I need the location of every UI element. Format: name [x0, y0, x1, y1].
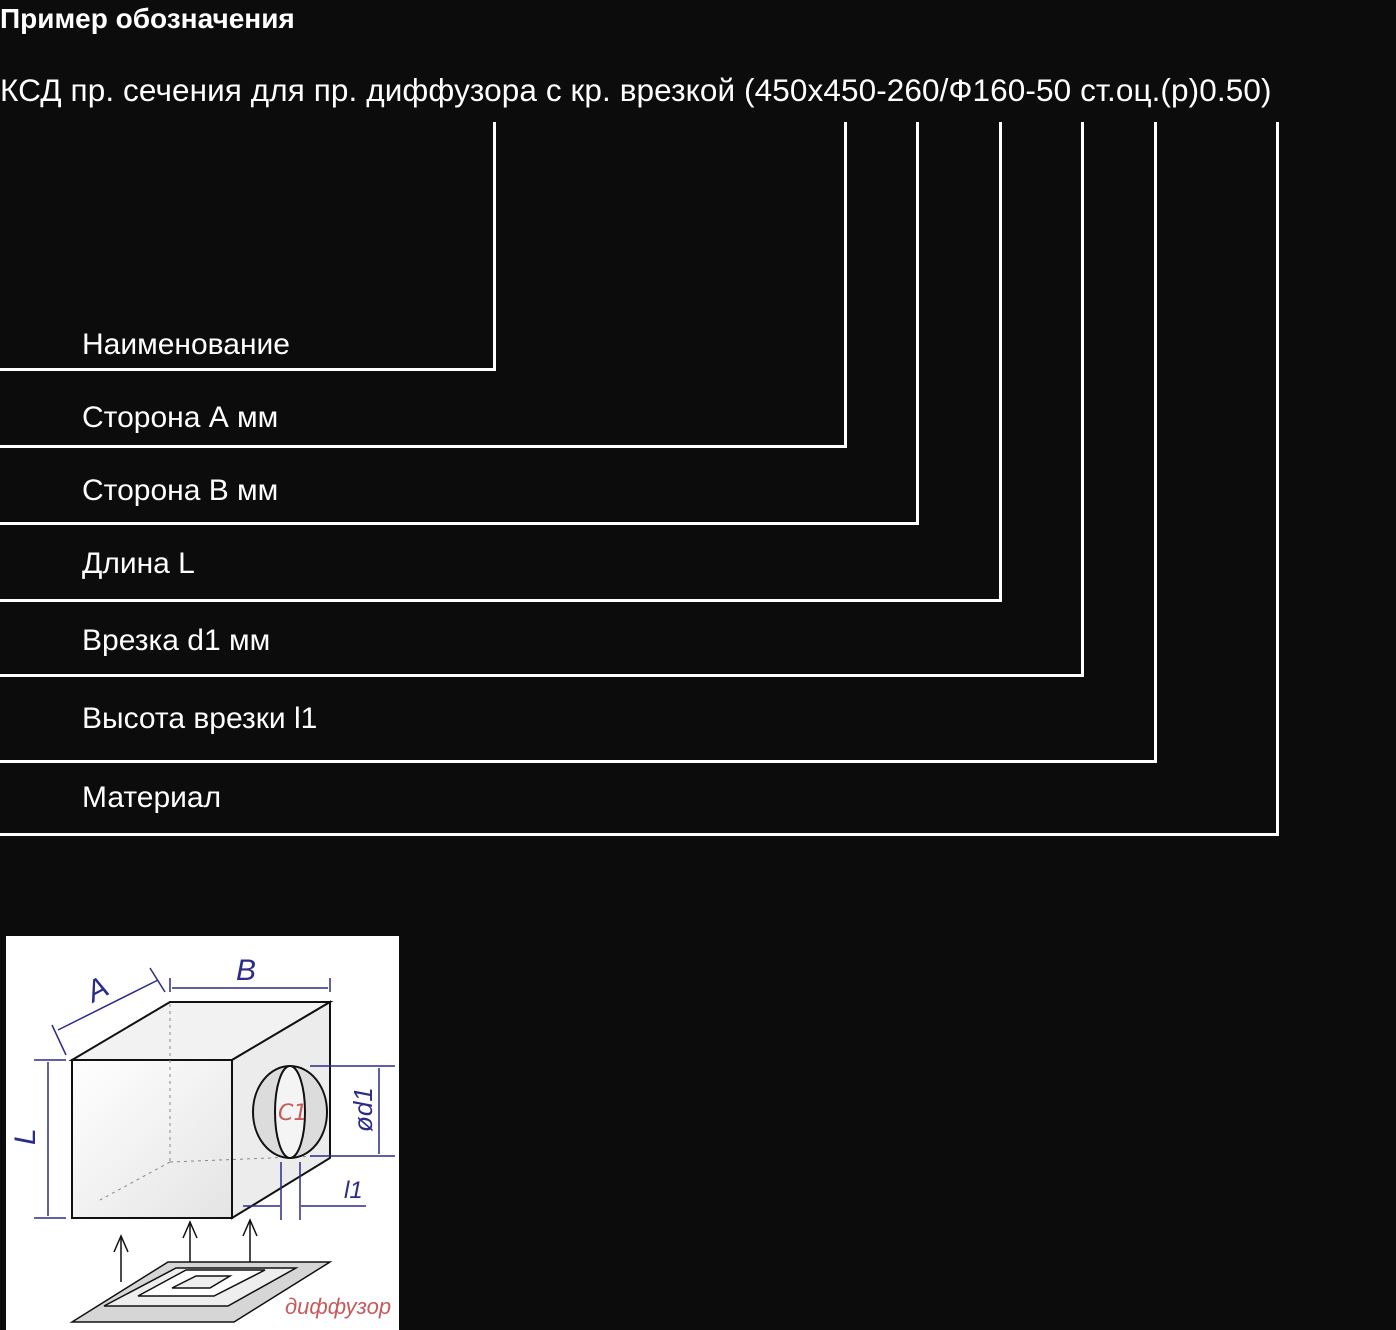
bracket-horizontal-side-a — [0, 445, 847, 448]
bracket-vertical-l1 — [1154, 122, 1157, 762]
duct-box-diagram: C1 A B L ød1 l1 диффузор — [6, 936, 399, 1330]
bracket-vertical-length — [999, 122, 1002, 601]
legend-label-name: Наименование — [82, 328, 290, 361]
spigot-inner — [274, 1065, 306, 1159]
dim-b-label: B — [236, 954, 256, 987]
designation-example: КСД пр. сечения для пр. диффузора с кр. … — [0, 72, 1272, 108]
dim-d1-label: ød1 — [348, 1087, 378, 1132]
bracket-vertical-material — [1276, 122, 1279, 835]
legend-label-side-a: Сторона А мм — [82, 401, 279, 434]
legend-label-length: Длина L — [82, 547, 195, 580]
dim-l1-label: l1 — [344, 1177, 363, 1204]
c1-label: C1 — [278, 1101, 307, 1126]
box-front-face — [71, 1059, 233, 1219]
legend-label-d1: Врезка d1 мм — [82, 624, 271, 657]
bracket-vertical-d1 — [1081, 122, 1084, 676]
bracket-horizontal-name — [0, 368, 496, 371]
bracket-horizontal-length — [0, 599, 1002, 602]
legend-label-side-b: Сторона B мм — [82, 474, 279, 507]
bracket-horizontal-l1 — [0, 760, 1157, 763]
airflow-arrows-icon — [113, 1218, 258, 1282]
legend-label-l1: Высота врезки l1 — [82, 702, 318, 735]
bracket-vertical-name — [493, 122, 496, 370]
bracket-vertical-side-a — [844, 122, 847, 447]
bracket-horizontal-d1 — [0, 674, 1084, 677]
bracket-vertical-side-b — [916, 122, 919, 524]
bracket-horizontal-material — [0, 833, 1279, 836]
legend-label-material: Материал — [82, 781, 222, 814]
bracket-horizontal-side-b — [0, 522, 919, 525]
diffuser-label: диффузор — [285, 1294, 391, 1319]
dim-l-label: L — [9, 1128, 42, 1145]
page-title: Пример обозначения — [0, 3, 295, 34]
